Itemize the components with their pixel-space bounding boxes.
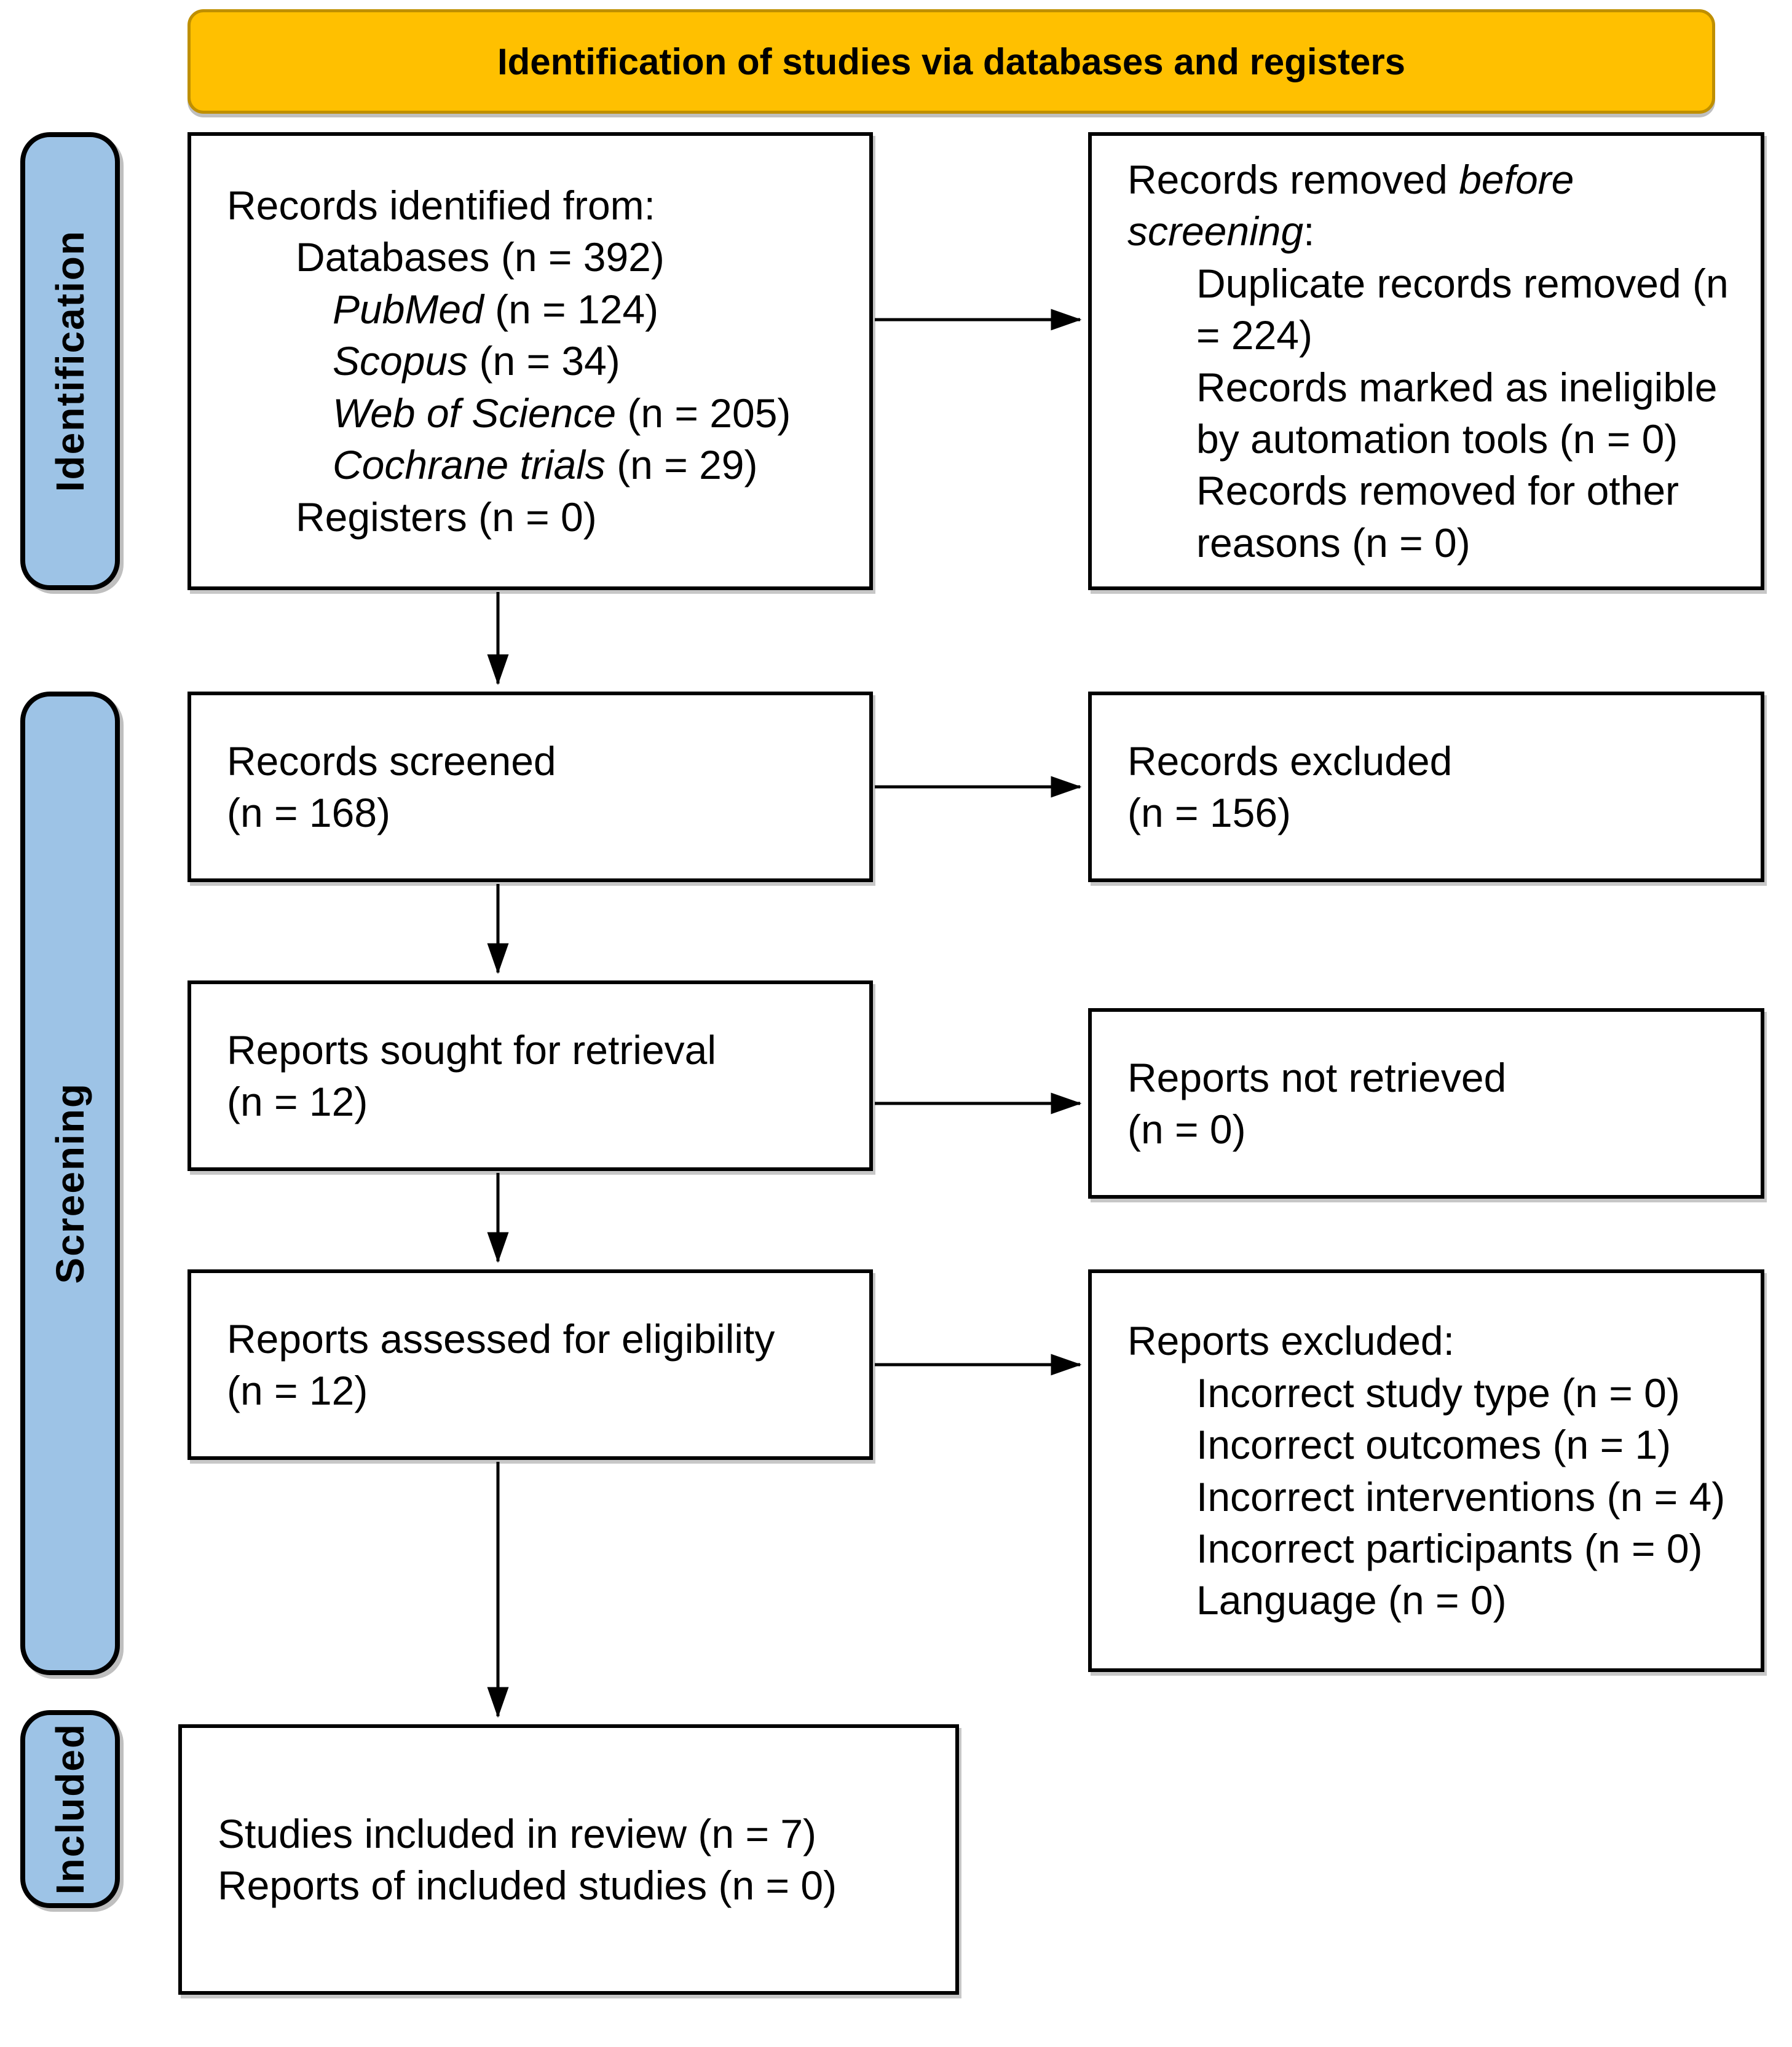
text-segment: (n = 12) [227, 1079, 368, 1124]
text-line: Cochrane trials (n = 29) [227, 439, 845, 491]
stage-label-identification-text: Identification [48, 230, 92, 492]
text-segment: Registers (n = 0) [296, 494, 597, 540]
text-segment: (n = 168) [227, 790, 390, 835]
text-line: (n = 12) [227, 1076, 845, 1127]
text-line: Incorrect interventions (n = 4) [1127, 1471, 1736, 1523]
text-segment: Incorrect outcomes (n = 1) [1196, 1422, 1672, 1468]
text-segment: Records identified from: [227, 182, 655, 228]
text-segment: Reports sought for retrieval [227, 1027, 717, 1073]
text-line: Web of Science (n = 205) [227, 387, 845, 439]
stage-label-included: Included [20, 1710, 120, 1908]
text-segment: Databases (n = 392) [296, 234, 665, 280]
text-segment: Records removed [1127, 156, 1459, 202]
text-segment: Reports excluded: [1127, 1318, 1455, 1364]
text-segment: Records marked as ineligible by automati… [1196, 364, 1718, 462]
text-segment: Reports of included studies (n = 0) [218, 1863, 837, 1908]
text-segment: (n = 156) [1127, 790, 1291, 835]
text-line: (n = 0) [1127, 1103, 1736, 1155]
text-line: Records screened [227, 735, 845, 787]
text-line: Reports sought for retrieval [227, 1024, 845, 1076]
text-line: Incorrect outcomes (n = 1) [1127, 1419, 1736, 1470]
text-line: (n = 156) [1127, 787, 1736, 838]
text-line: Incorrect study type (n = 0) [1127, 1367, 1736, 1419]
text-segment: Incorrect study type (n = 0) [1196, 1370, 1680, 1416]
text-segment: Reports assessed for eligibility [227, 1315, 775, 1362]
box-records-screened: Records screened (n = 168) [187, 692, 873, 882]
box-reports-sought: Reports sought for retrieval (n = 12) [187, 980, 873, 1171]
box-reports-excluded-reasons: Reports excluded: Incorrect study type (n… [1088, 1269, 1764, 1672]
italic-text-segment: before screening [1127, 156, 1574, 254]
text-segment: (n = 34) [468, 338, 620, 384]
stage-label-identification: Identification [20, 132, 120, 590]
text-segment: Records excluded [1127, 738, 1453, 784]
stage-label-screening-text: Screening [48, 1083, 92, 1284]
italic-text-segment: Scopus [333, 338, 468, 384]
italic-text-segment: Cochrane trials [333, 442, 606, 488]
text-line: Scopus (n = 34) [227, 335, 845, 387]
text-line: Databases (n = 392) [227, 231, 845, 283]
text-segment: (n = 124) [483, 286, 659, 332]
box-records-excluded: Records excluded (n = 156) [1088, 692, 1764, 882]
text-line: Records removed for other reasons (n = 0… [1127, 465, 1736, 569]
italic-text-segment: Web of Science [333, 390, 617, 436]
stage-label-included-text: Included [48, 1723, 92, 1895]
text-line: Records identified from: [227, 179, 845, 231]
text-segment: Records removed for other reasons (n = 0… [1196, 468, 1680, 566]
text-line: PubMed (n = 124) [227, 283, 845, 335]
text-segment: (n = 205) [616, 390, 791, 436]
stage-label-screening: Screening [20, 692, 120, 1675]
box-reports-not-retrieved: Reports not retrieved (n = 0) [1088, 1008, 1764, 1199]
banner-title: Identification of studies via databases … [497, 41, 1406, 82]
text-segment: Records screened [227, 738, 556, 784]
box-records-removed-before-screening: Records removed before screening:Duplica… [1088, 132, 1764, 590]
text-line: Reports assessed for eligibility [227, 1313, 845, 1365]
box-reports-assessed: Reports assessed for eligibility (n = 12) [187, 1269, 873, 1460]
text-line: Studies included in review (n = 7) [218, 1808, 931, 1860]
text-line: (n = 168) [227, 787, 845, 838]
text-segment: : [1303, 208, 1315, 254]
text-line: Records marked as ineligible by automati… [1127, 361, 1736, 465]
text-line: Reports of included studies (n = 0) [218, 1860, 931, 1911]
text-segment: Duplicate records removed (n = 224) [1196, 260, 1729, 358]
text-line: (n = 12) [227, 1365, 845, 1416]
box-studies-included: Studies included in review (n = 7) Report… [178, 1724, 959, 1995]
text-line: Language (n = 0) [1127, 1574, 1736, 1626]
text-line: Reports not retrieved [1127, 1052, 1736, 1103]
text-segment: Reports not retrieved [1127, 1054, 1507, 1100]
text-line: Records removed before screening: [1127, 154, 1736, 258]
banner-identification-via-databases: Identification of studies via databases … [187, 9, 1715, 114]
box-records-identified: Records identified from: Databases (n = 3… [187, 132, 873, 590]
text-line: Registers (n = 0) [227, 491, 845, 543]
text-segment: Incorrect interventions (n = 4) [1196, 1473, 1726, 1520]
text-segment: (n = 29) [605, 442, 758, 488]
text-segment: (n = 0) [1127, 1106, 1246, 1152]
text-line: Incorrect participants (n = 0) [1127, 1523, 1736, 1574]
text-segment: Incorrect participants (n = 0) [1196, 1525, 1703, 1571]
text-segment: Studies included in review (n = 7) [218, 1810, 817, 1856]
text-segment: (n = 12) [227, 1368, 368, 1413]
text-line: Duplicate records removed (n = 224) [1127, 258, 1736, 361]
text-line: Records excluded [1127, 735, 1736, 787]
italic-text-segment: PubMed [333, 286, 484, 332]
text-line: Reports excluded: [1127, 1315, 1736, 1367]
text-segment: Language (n = 0) [1196, 1577, 1507, 1623]
